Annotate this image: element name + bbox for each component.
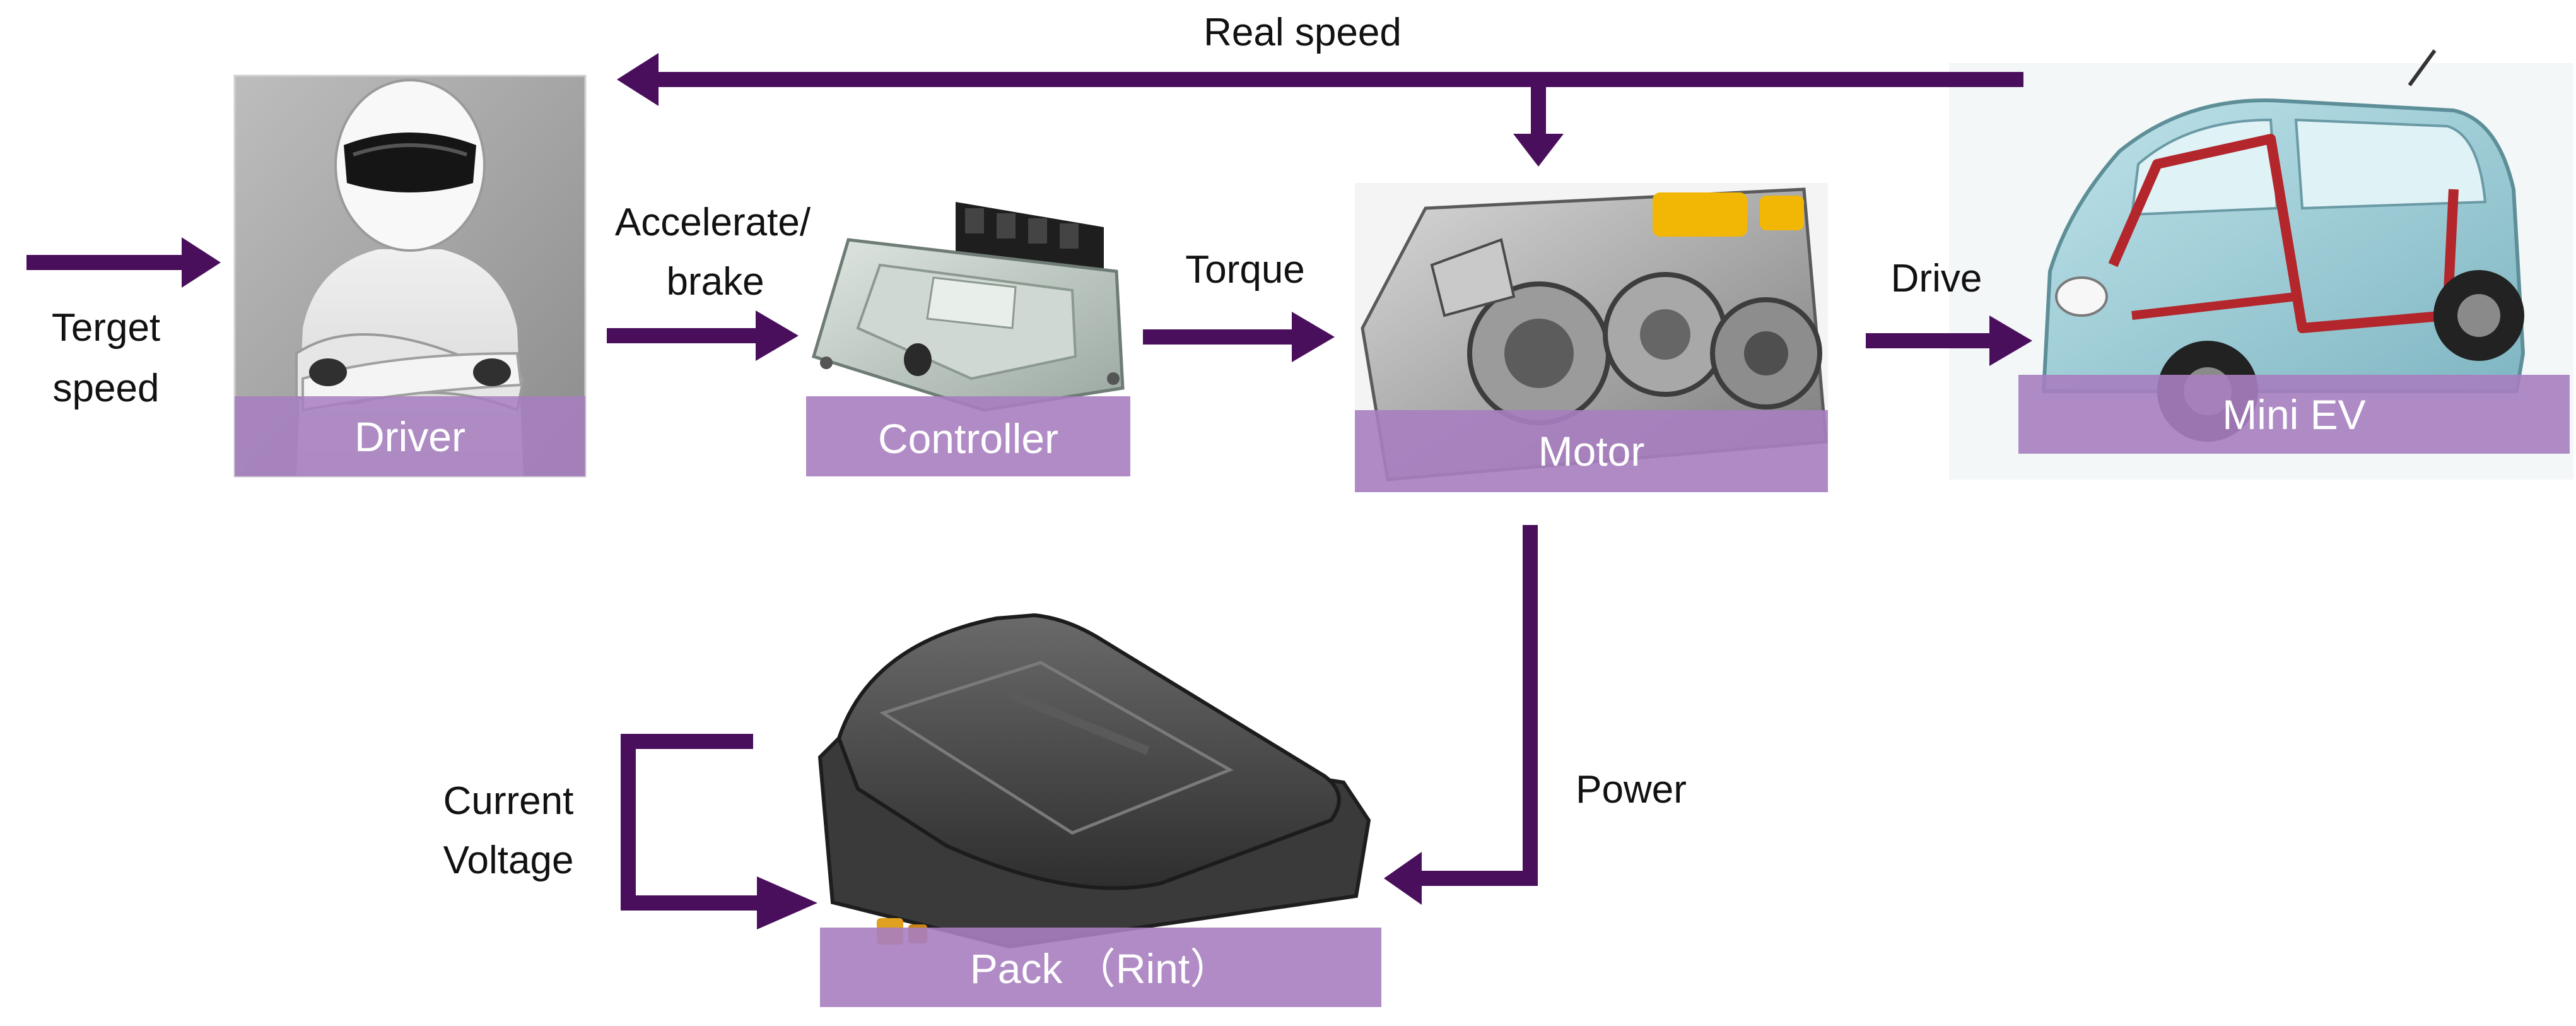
motor-node: Motor [1355, 183, 1828, 492]
label-current: Current [443, 779, 574, 823]
mini-ev-node: Mini EV [1949, 49, 2573, 480]
label-power: Power [1576, 768, 1687, 811]
label-real-speed: Real speed [1203, 11, 1402, 54]
pack-caption-band [820, 928, 1381, 1007]
arrow-accelerate-brake [607, 310, 799, 361]
driver-caption-band [235, 396, 585, 476]
arrow-real-speed [617, 53, 2023, 106]
ecu-controller-photo [811, 202, 1125, 412]
battery-pack-photo [817, 613, 1371, 949]
pack-caption: Pack （Rint） [970, 945, 1231, 992]
label-torque: Torque [1185, 248, 1305, 292]
controller-caption-band [806, 396, 1130, 476]
motor-caption-band [1355, 410, 1828, 492]
mini-ev-caption: Mini EV [2222, 391, 2365, 438]
controller-caption: Controller [878, 415, 1058, 462]
controller-node: Controller [806, 202, 1130, 476]
mini-ev-caption-band [2018, 375, 2570, 454]
label-target-speed-line1: Terget [52, 306, 160, 350]
arrow-real-speed-to-motor [1513, 80, 1564, 167]
arrow-drive [1866, 315, 2032, 366]
label-accelerate-line1: Accelerate/ [615, 201, 811, 244]
labels: Real speed Terget speed Accelerate/ brak… [52, 11, 1982, 882]
arrow-torque [1143, 312, 1335, 362]
motor-caption: Motor [1538, 428, 1645, 475]
label-accelerate-line2: brake [666, 260, 764, 304]
arrow-power [1384, 525, 1538, 905]
pack-node: Pack （Rint） [817, 613, 1381, 1007]
label-drive: Drive [1891, 257, 1982, 300]
arrow-target-speed [26, 237, 221, 288]
arrow-current-voltage [621, 734, 817, 929]
arrows [26, 53, 2032, 929]
driver-caption: Driver [354, 413, 465, 460]
driver-node: Driver [233, 74, 587, 478]
label-voltage: Voltage [443, 839, 574, 882]
label-target-speed-line2: speed [53, 367, 160, 410]
